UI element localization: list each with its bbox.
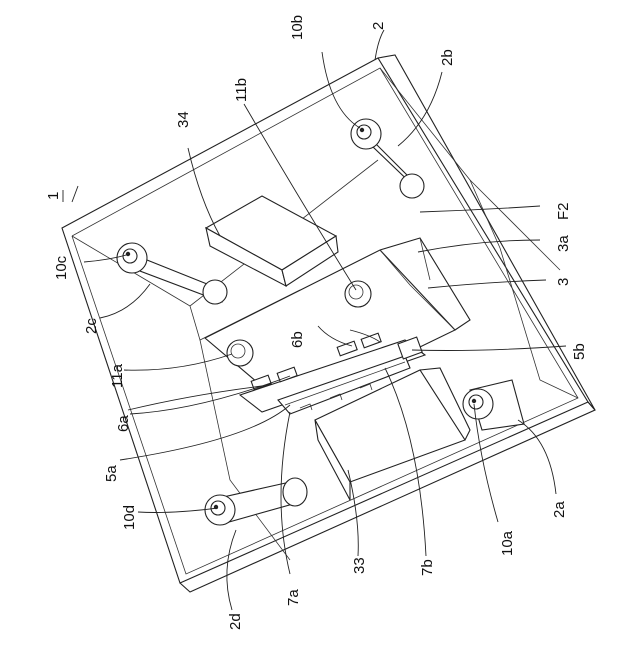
label-11b: 11b <box>233 78 250 102</box>
label-7b: 7b <box>419 559 436 576</box>
label-2b: 2b <box>439 49 456 66</box>
label-3: 3 <box>555 278 572 286</box>
label-7a: 7a <box>285 589 302 606</box>
label-11a: 11a <box>109 363 126 388</box>
label-10b: 10b <box>289 15 306 40</box>
label-5b: 5b <box>571 343 588 360</box>
label-3a: 3a <box>555 235 572 252</box>
label-5a: 5a <box>103 465 120 482</box>
hole-11b <box>345 281 371 307</box>
label-2c: 2c <box>83 318 100 334</box>
label-2: 2 <box>370 22 387 30</box>
label-34: 34 <box>175 111 192 128</box>
figure-number: 1 <box>45 192 62 200</box>
label-10a: 10a <box>499 530 516 556</box>
label-6a: 6a <box>115 415 132 432</box>
label-10d: 10d <box>121 505 138 530</box>
label-6b: 6b <box>289 331 306 348</box>
label-10c: 10c <box>53 255 70 280</box>
label-33: 33 <box>351 557 368 574</box>
label-2d: 2d <box>227 613 244 630</box>
hole-11a <box>227 340 253 366</box>
label-F2: F2 <box>555 202 572 220</box>
label-2a: 2a <box>551 501 568 518</box>
